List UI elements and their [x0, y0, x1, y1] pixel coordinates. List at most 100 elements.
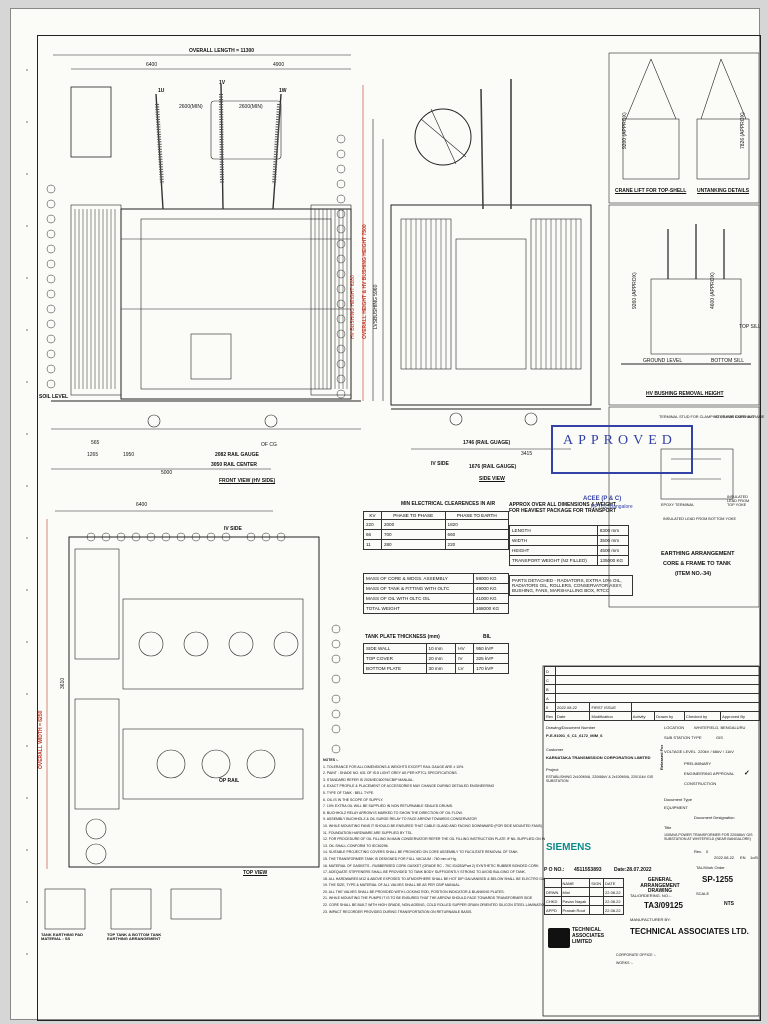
table-cell: Modification: [589, 711, 632, 721]
drawing-sheet: OVERALL LENGTH = 11300 6400 4900 1U 1V 1…: [10, 8, 764, 1021]
dim-1950: 1950: [123, 452, 135, 458]
doc-designation-label: Document Designation: [694, 815, 735, 820]
table-cell: TOP COVER: [363, 653, 427, 664]
bushing-label-1w: 1W: [279, 88, 287, 94]
clearances-header: PHASE TO EARTH: [444, 511, 510, 520]
table-row: Rev Date Modification Activity Drawn by …: [544, 711, 760, 721]
stamp-line-2: KPTCL, Bangalore: [591, 504, 633, 510]
table-cell: WIDTH: [509, 535, 598, 546]
scale-label: SCALE: [696, 891, 710, 896]
table-row: B: [544, 684, 760, 694]
top-view-title: TOP VIEW: [243, 870, 268, 876]
note-item: 8. BUCHHOLZ RELAY ARROW IS MARKED TO SHO…: [323, 810, 463, 815]
bottom-sill-label: BOTTOM SILL: [711, 358, 744, 364]
side-view-title: SIDE VIEW: [479, 476, 505, 482]
epoxy-terminal-label: EPOXY TERMINAL: [661, 503, 695, 507]
doc-type-label: Document Type: [664, 797, 692, 802]
table-cell: 3500 mm: [596, 535, 630, 546]
drawing-linework: [26, 52, 759, 1017]
table-cell: SIDE WALL: [363, 643, 427, 654]
table-cell: 4500 mm: [596, 545, 630, 556]
notes-block: NOTES :- 1. TOLERANCE FOR ALL DIMENSIONS…: [323, 757, 545, 915]
table-cell: 41000 KG: [472, 593, 510, 604]
table-cell: Pavan Nayak: [560, 896, 591, 906]
table-cell: LV: [455, 663, 475, 674]
ground-level-label: GROUND LEVEL: [643, 358, 683, 364]
tank-plate-title: TANK PLATE THICKNESS (mm): [365, 634, 440, 640]
earthing-subtitle: CORE & FRAME TO TANK: [663, 561, 731, 567]
note-item: 1. TOLERANCE FOR ALL DIMENSIONS & WEIGHT…: [323, 764, 465, 769]
table-cell: 660: [444, 529, 510, 540]
note-item: 12. FOR PROCEDURE OF OIL FILLING IN MAIN…: [323, 837, 545, 842]
table-cell: DRWN: [544, 887, 562, 897]
note-item: 14. SUITABLE PROJECTING COVERS SHALL BE …: [323, 850, 519, 855]
location-label: LOCATION: [664, 725, 685, 730]
table-cell: 20 mm: [425, 653, 457, 664]
overall-length-dim: OVERALL LENGTH = 11300: [189, 48, 255, 54]
title-label: Title: [664, 825, 672, 830]
drawing-title: GENERAL ARRANGEMENT DRAWING: [640, 877, 680, 894]
table-cell: 168000 KG: [472, 603, 510, 614]
engineering-approval-option: ENGINEERING APPROVAL: [684, 771, 735, 776]
approved-stamp: APPROVED: [551, 425, 693, 474]
table-cell: 22.08.22: [603, 887, 624, 897]
table-cell: CHKD: [544, 896, 562, 906]
table-cell: Mini: [560, 887, 591, 897]
po-date: Date:28.07.2022: [614, 867, 652, 873]
table-cell: 11: [363, 539, 382, 550]
approx-dims-title: APPROX OVER ALL DIMENSIONS & WEIGHT FOR …: [509, 502, 617, 514]
ta-ordering-label: TAL/ORDERING. NO.:-: [630, 893, 672, 898]
check-mark-icon: ✓: [744, 770, 750, 777]
po-value: 4511553893: [574, 867, 602, 873]
note-item: 18. ALL HARDWARES M12 & ABOVE EXPOSED TO…: [323, 876, 545, 881]
earthing-item: (ITEM NO.-34): [675, 571, 712, 577]
table-cell: APPD: [544, 905, 562, 915]
clearance-dim-right: 2600(MIN): [239, 104, 263, 110]
bushing-label-1v: 1V: [219, 80, 226, 86]
table-cell: 135000 KG: [596, 555, 630, 566]
table-cell: SIGN: [589, 878, 605, 888]
table-cell: NAME: [560, 878, 591, 888]
side-iv-label: IV SIDE: [431, 461, 449, 467]
dim-4600: 4600 (APPROX): [710, 272, 716, 309]
table-cell: MASS OF TANK & FITTING WITH OLTC: [363, 583, 474, 594]
note-item: 19. THE SIZE, TYPE & MATERIAL OF ALL VAL…: [323, 883, 461, 888]
note-item: 5. TYPE OF TANK : BELL TYPE.: [323, 790, 375, 795]
table-cell: [555, 666, 760, 676]
siemens-logo: SIEMENS: [546, 842, 592, 853]
note-item: 11. FOUNDATION HARDWARE ARE SUPPLIED BY …: [323, 830, 413, 835]
customer-value: KARNATAKA TRANSMISSION CORPORATION LIMIT…: [546, 755, 651, 760]
note-item: 17. ADEQUATE STIFFENERS SHALL BE PROVIDE…: [323, 870, 526, 875]
clearance-dim-left: 2600(MIN): [179, 104, 203, 110]
table-cell: 22.08.22: [603, 896, 624, 906]
voltage-label: VOLTAGE LEVEL: [664, 749, 696, 754]
table-cell: MASS OF CORE & WDGS. ASSEMBLY: [363, 573, 474, 584]
sheet-number: 1of3: [750, 855, 758, 860]
note-item: 13. OIL SHALL CONFORM TO IEC60296.: [323, 843, 389, 848]
dim-9200: 9200 (APPROX): [622, 112, 628, 149]
table-cell: 2022.08.22: [554, 702, 591, 712]
note-item: 21. WHILE MOUNTING THE PUMPS IT IS TO BE…: [323, 896, 533, 901]
dim-1265: 1265: [87, 452, 99, 458]
table-cell: TOTAL WEIGHT: [363, 603, 474, 614]
rev-date: 2022.08.22: [714, 855, 735, 860]
dim-3610: 3610: [60, 677, 66, 689]
note-item: 2. PAINT : SHADE NO. 631 OF IS:5 LIGHT G…: [323, 771, 458, 776]
note-item: 7. 10% EXTRA OIL WILL BE SUPPLIED IN NON…: [323, 804, 454, 809]
table-cell: [589, 905, 605, 915]
note-item: 10. WHILE MOUNTING FANS IT SHOULD BE ENS…: [323, 823, 542, 828]
table-cell: Date: [554, 711, 591, 721]
table-cell: HEIGHT: [509, 545, 598, 556]
tank-earthing-pad: TANK EARTHING PAD MATERIAL : SS: [41, 932, 84, 942]
po-label: P O NO.:: [544, 867, 565, 873]
logo-line-2: ASSOCIATES: [572, 933, 605, 939]
